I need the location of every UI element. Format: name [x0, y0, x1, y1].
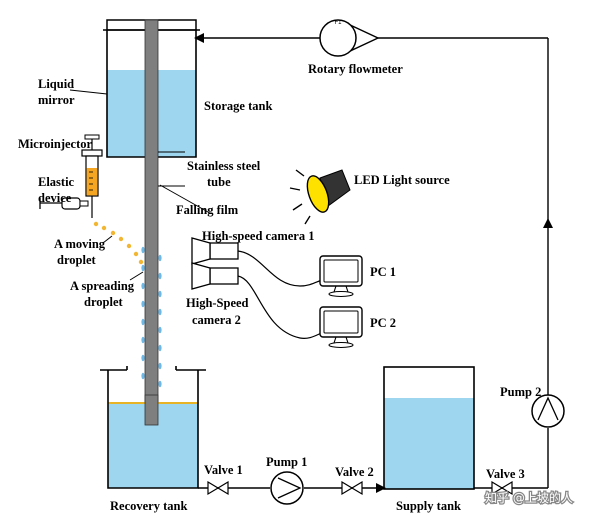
falling-film-label: Falling film	[176, 203, 239, 217]
watermark-text: 知乎 @上坡的人	[485, 490, 573, 505]
stainless-steel-tube	[144, 19, 159, 426]
camera-2-label: High-Speed	[186, 296, 249, 310]
led-light-source	[289, 169, 351, 225]
led-light-label: LED Light source	[354, 173, 450, 187]
pc-2	[319, 306, 363, 349]
falling-film	[141, 246, 162, 388]
watermark: 知乎 @上坡的人	[484, 489, 574, 507]
liquid-mirror-label-2: mirror	[38, 93, 75, 107]
elastic-device-label-2: device	[38, 191, 72, 205]
valve-2	[341, 480, 363, 496]
leader-lines	[69, 89, 209, 281]
storage-tank-label: Storage tank	[204, 99, 272, 113]
droplet-trajectory	[93, 221, 144, 265]
elastic-device-label: Elastic	[38, 175, 75, 189]
camera-cables	[237, 250, 325, 339]
stainless-steel-label-2: tube	[207, 175, 231, 189]
valve-3-label: Valve 3	[486, 467, 525, 481]
flowmeter-dial-label: F1	[334, 20, 342, 26]
recovery-tank-label: Recovery tank	[110, 499, 187, 513]
pump-1	[270, 471, 304, 505]
spreading-droplet-label-2: droplet	[84, 295, 123, 309]
liquid-mirror-label: Liquid	[38, 77, 74, 91]
pump-2	[531, 394, 565, 428]
pc-2-label: PC 2	[370, 316, 396, 330]
rotary-flowmeter: F1	[319, 19, 380, 57]
pc-1	[319, 255, 363, 298]
supply-tank-water	[384, 398, 474, 489]
pump-1-label: Pump 1	[266, 455, 307, 469]
supply-tank	[383, 366, 475, 490]
moving-droplet-label: A moving	[54, 237, 106, 251]
microinjector	[81, 134, 103, 218]
valve-2-label: Valve 2	[335, 465, 374, 479]
stainless-steel-label: Stainless steel	[187, 159, 261, 173]
spreading-droplet-label: A spreading	[70, 279, 135, 293]
microinjector-label: Microinjector	[18, 137, 92, 151]
labels: Liquid mirror Storage tank Rotary flowme…	[18, 62, 541, 513]
valve-1	[207, 480, 229, 496]
rotary-flowmeter-label: Rotary flowmeter	[308, 62, 403, 76]
high-speed-camera-2	[191, 262, 239, 290]
camera-1-label: High-speed camera 1	[202, 229, 314, 243]
pump-2-label: Pump 2	[500, 385, 541, 399]
elastic-device	[39, 197, 89, 210]
valve-1-label: Valve 1	[204, 463, 243, 477]
supply-tank-label: Supply tank	[396, 499, 461, 513]
valve-3	[491, 480, 513, 496]
pc-1-label: PC 1	[370, 265, 396, 279]
moving-droplet-label-2: droplet	[57, 253, 96, 267]
camera-2-label-2: camera 2	[192, 313, 241, 327]
